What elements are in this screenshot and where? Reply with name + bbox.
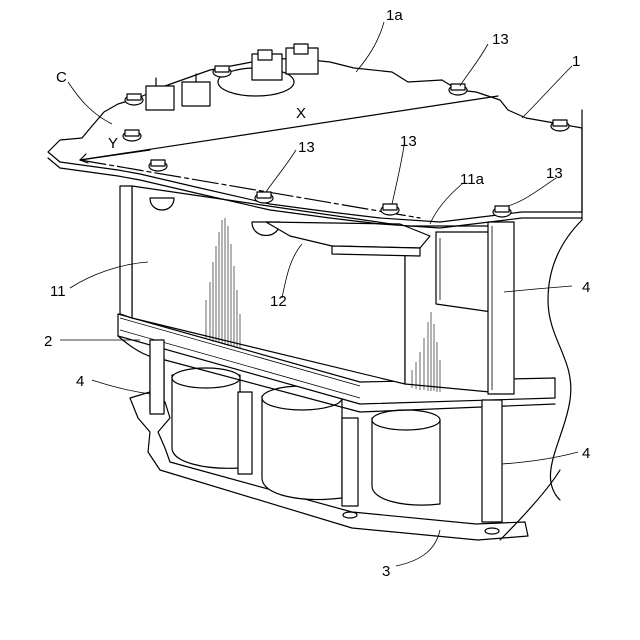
label-c: C <box>56 69 67 86</box>
label-x: X <box>296 105 306 122</box>
label-13-top-right: 13 <box>492 31 509 48</box>
label-1: 1 <box>572 53 580 70</box>
screw-d <box>381 204 399 215</box>
label-11a: 11a <box>460 171 485 188</box>
label-1a: 1a <box>386 7 403 24</box>
label-3: 3 <box>382 563 390 580</box>
label-12: 12 <box>270 293 287 310</box>
screw-e <box>493 206 511 217</box>
pillar-lower-right <box>482 400 502 534</box>
screw-b <box>551 120 569 131</box>
label-4-right-upper: 4 <box>582 279 590 296</box>
screw-a <box>449 84 467 95</box>
screw-h <box>125 94 143 105</box>
screw-c <box>255 192 273 203</box>
screw-i <box>213 66 231 77</box>
screw-f <box>149 160 167 171</box>
label-13-mid-center: 13 <box>400 133 417 150</box>
screw-g <box>123 130 141 141</box>
label-y: Y <box>108 135 118 152</box>
label-11: 11 <box>50 283 66 300</box>
pillar-lower-left <box>150 340 164 414</box>
label-4-left: 4 <box>76 373 84 390</box>
label-13-mid-right: 13 <box>546 165 563 182</box>
label-2: 2 <box>44 333 52 350</box>
label-13-mid-left: 13 <box>298 139 315 156</box>
label-4-right-lower: 4 <box>582 445 590 462</box>
